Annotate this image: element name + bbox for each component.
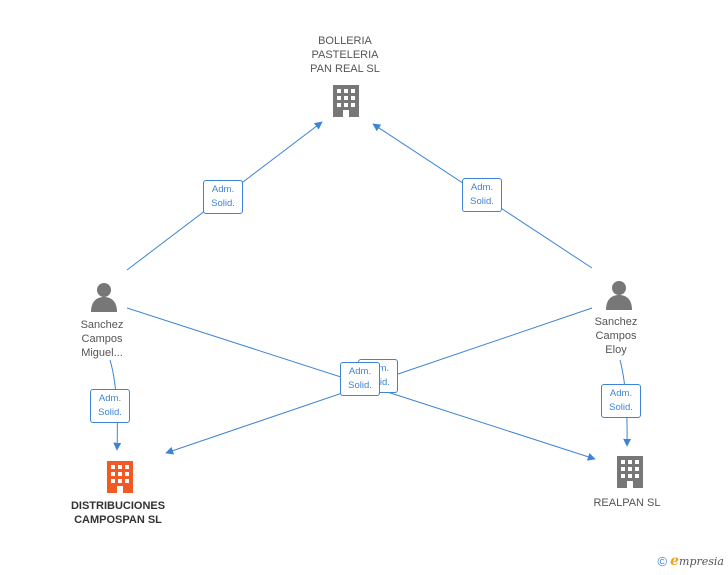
edge-label-eloy-bolleria: Adm.Solid. [462,178,502,212]
node-label-bolleria[interactable]: BOLLERIA PASTELERIA PAN REAL SL [310,35,380,75]
person-icon [91,283,117,312]
edge-label-miguel-realpan: Adm.Solid. [340,362,380,396]
person-icon [606,281,632,310]
edges [109,121,632,461]
edge-label-miguel-bolleria: Adm.Solid. [203,180,243,214]
node-label-realpan[interactable]: REALPAN SL [593,497,661,509]
brand-logo: empresia [670,553,724,569]
edge-label-miguel-distribuciones: Adm.Solid. [90,389,130,423]
building-icon [107,461,133,493]
building-icon [617,456,643,488]
copyright-icon: © [657,553,668,569]
node-label-miguel[interactable]: Sanchez Campos Miguel... [80,319,124,359]
footer-brand: © empresia [658,553,724,569]
building-icon [333,85,359,117]
node-label-eloy[interactable]: Sanchez Campos Eloy [594,316,638,356]
edge-label-eloy-realpan: Adm.Solid. [601,384,641,418]
node-label-distribuciones[interactable]: DISTRIBUCIONES CAMPOSPAN SL [70,500,166,526]
